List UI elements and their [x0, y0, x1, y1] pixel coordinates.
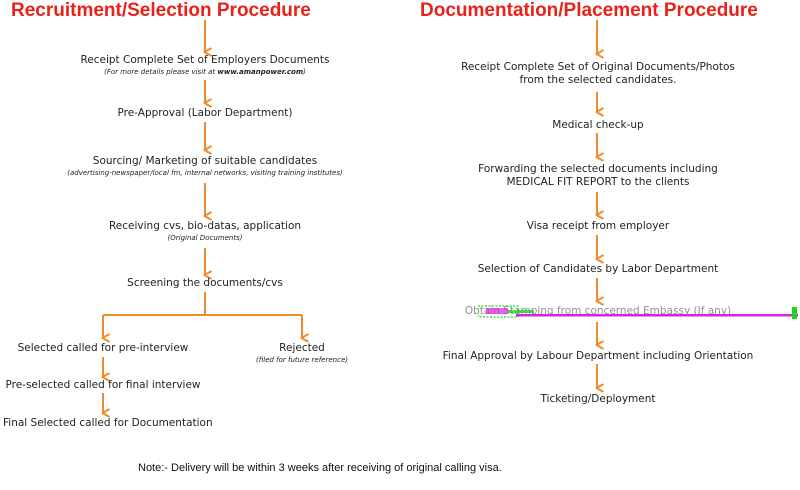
right-step-forwarding: Forwarding the selected documents includ… — [398, 163, 798, 189]
branch-selected: Selected called for pre-interview — [17, 342, 189, 354]
right-step-forwarding-line1: Forwarding the selected documents includ… — [478, 163, 718, 175]
left-step-receipt-documents-note: (For more details please visit at www.am… — [104, 68, 306, 76]
branch-rejected: Rejected (filed for future reference) — [232, 342, 372, 365]
right-step-selection-labor: Selection of Candidates by Labor Departm… — [477, 263, 719, 275]
left-step-sourcing-label: Sourcing/ Marketing of suitable candidat… — [92, 155, 318, 167]
left-step-receipt-documents-label: Receipt Complete Set of Employers Docume… — [80, 54, 330, 66]
left-step-documentation: Final Selected called for Documentation — [3, 417, 213, 429]
left-step-sourcing: Sourcing/ Marketing of suitable candidat… — [0, 155, 410, 178]
website-link[interactable]: www.amanpower.com — [217, 68, 304, 76]
right-step-final-approval: Final Approval by Labour Department incl… — [442, 350, 754, 362]
right-step-visa-receipt: Visa receipt from employer — [526, 220, 670, 232]
right-step-receipt-originals-line2: from the selected candidates. — [519, 74, 677, 86]
left-step-screening: Screening the documents/cvs — [127, 277, 283, 289]
right-step-ticketing: Ticketing/Deployment — [540, 393, 656, 405]
right-step-receipt-originals: Receipt Complete Set of Original Documen… — [398, 61, 798, 87]
left-step-receiving-cvs: Receiving cvs, bio-datas, application (O… — [0, 220, 410, 243]
left-step-sourcing-note: (advertising-newspaper/local fm, interna… — [67, 169, 343, 177]
right-step-medical: Medical check-up — [552, 119, 644, 131]
right-title: Documentation/Placement Procedure — [420, 0, 758, 21]
left-step-receiving-cvs-note: (Original Documents) — [167, 234, 243, 242]
right-step-receipt-originals-line1: Receipt Complete Set of Original Documen… — [461, 61, 735, 73]
right-step-forwarding-line2: MEDICAL FIT REPORT to the clients — [506, 176, 690, 188]
branch-rejected-note: (filed for future reference) — [256, 356, 348, 364]
left-step-final-interview: Pre-selected called for final interview — [5, 379, 201, 391]
left-step-receipt-documents: Receipt Complete Set of Employers Docume… — [0, 54, 410, 77]
render-glitch-overlay — [478, 305, 798, 319]
delivery-note: Note:- Delivery will be within 3 weeks a… — [138, 462, 502, 474]
branch-rejected-label: Rejected — [279, 342, 325, 354]
left-step-receiving-cvs-label: Receiving cvs, bio-datas, application — [108, 220, 302, 232]
left-title: Recruitment/Selection Procedure — [11, 0, 311, 21]
left-step-pre-approval: Pre-Approval (Labor Department) — [117, 107, 293, 119]
